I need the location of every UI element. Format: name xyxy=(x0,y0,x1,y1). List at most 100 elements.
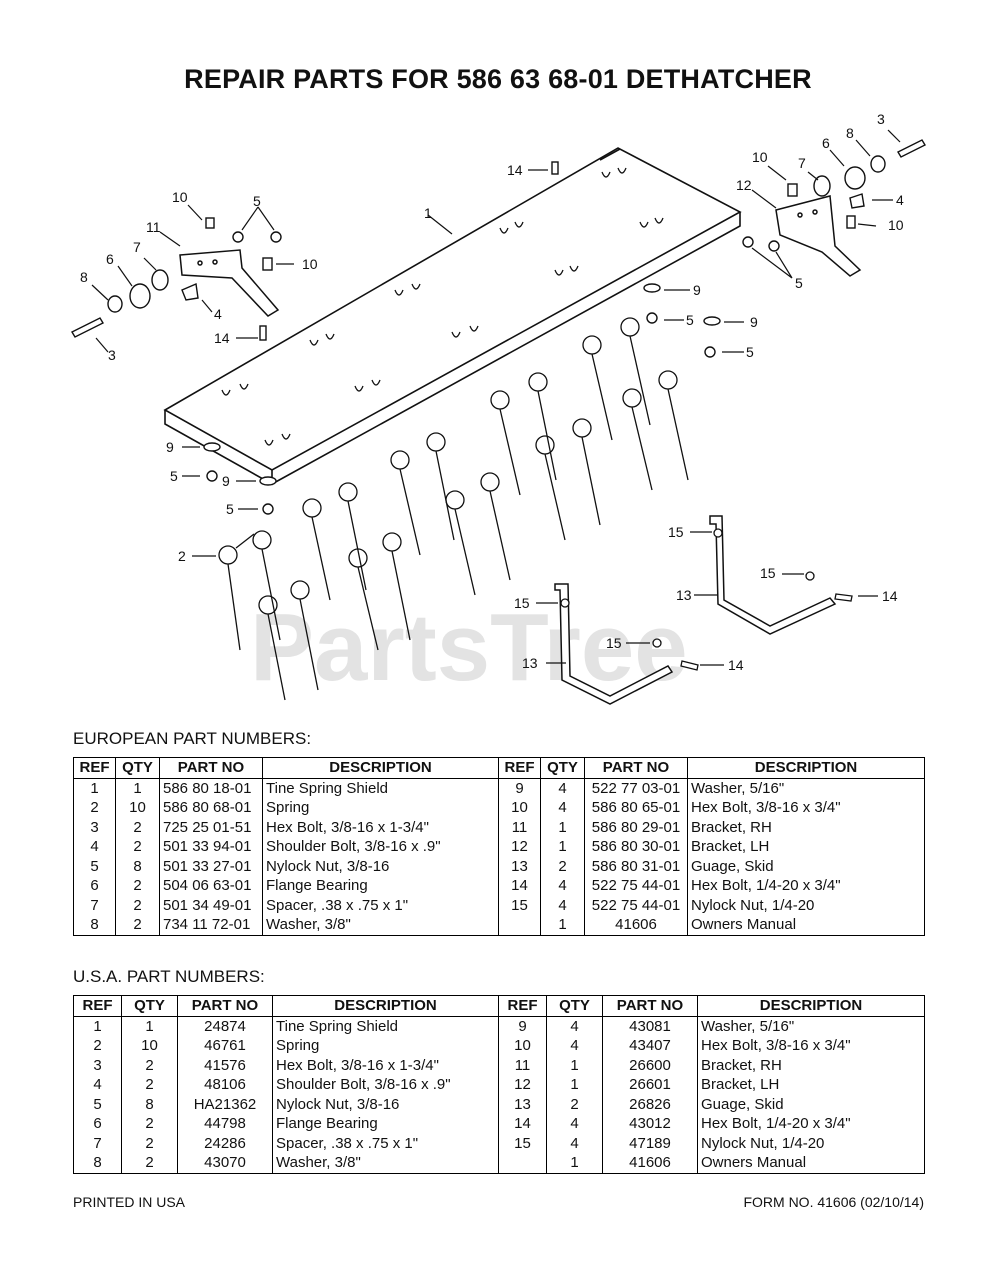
col-description: DESCRIPTION xyxy=(697,995,925,1017)
cell-qty: 2 xyxy=(115,817,160,837)
cell-description: Bracket, RH xyxy=(687,817,925,837)
callout-10: 10 xyxy=(302,256,318,272)
callout-5: 5 xyxy=(226,501,234,517)
cell-ref: 2 xyxy=(73,798,116,818)
cell-qty: 1 xyxy=(540,837,585,857)
cell-description: Nylock Nut, 3/8-16 xyxy=(272,1094,499,1114)
tine-spring-7 xyxy=(490,372,557,496)
cell-description: Shoulder Bolt, 3/8-16 x .9" xyxy=(272,1075,499,1095)
cell-ref xyxy=(498,915,541,936)
cell-description: Guage, Skid xyxy=(687,856,925,876)
cell-qty: 8 xyxy=(115,856,160,876)
cell-part-no: 586 80 30-01 xyxy=(584,837,688,857)
cell-qty: 8 xyxy=(121,1094,178,1114)
col-ref: REF xyxy=(498,995,547,1017)
cell-ref: 11 xyxy=(498,817,541,837)
cell-description: Bracket, LH xyxy=(697,1075,925,1095)
cell-ref: 3 xyxy=(73,817,116,837)
tine-springs xyxy=(218,317,689,701)
shield-slots xyxy=(221,167,664,446)
callout-9: 9 xyxy=(693,282,701,298)
cell-qty: 1 xyxy=(115,778,160,798)
callout-10: 10 xyxy=(888,217,904,233)
callout-11: 11 xyxy=(146,219,161,235)
bracket-rh xyxy=(179,249,280,317)
cell-part-no: 26601 xyxy=(602,1075,698,1095)
cell-qty: 1 xyxy=(546,1153,603,1174)
cell-description: Hex Bolt, 3/8-16 x 3/4" xyxy=(697,1036,925,1056)
callout-9: 9 xyxy=(750,314,758,330)
callout-4: 4 xyxy=(896,192,904,208)
tine-spring-2 xyxy=(258,580,319,701)
cell-part-no: 586 80 65-01 xyxy=(584,798,688,818)
cell-ref: 12 xyxy=(498,837,541,857)
table-header-row: REF QTY PART NO DESCRIPTION REF QTY PART… xyxy=(73,995,925,1017)
callout-4: 4 xyxy=(214,306,222,322)
cell-part-no: 586 80 18-01 xyxy=(159,778,263,798)
cell-description: Spacer, .38 x .75 x 1" xyxy=(262,895,499,915)
callout-8: 8 xyxy=(80,269,88,285)
callout-13: 13 xyxy=(676,587,692,603)
cell-qty: 2 xyxy=(121,1133,178,1153)
cell-ref: 5 xyxy=(73,856,116,876)
cell-description: Shoulder Bolt, 3/8-16 x .9" xyxy=(262,837,499,857)
col-ref: REF xyxy=(73,995,122,1017)
cell-description: Spring xyxy=(262,798,499,818)
cell-ref: 11 xyxy=(498,1055,547,1075)
col-description: DESCRIPTION xyxy=(262,757,499,779)
cell-ref: 8 xyxy=(73,915,116,936)
col-qty: QTY xyxy=(540,757,585,779)
leader-lines xyxy=(91,129,901,666)
cell-part-no: 41606 xyxy=(602,1153,698,1174)
col-part-no: PART NO xyxy=(159,757,263,779)
cell-part-no: 501 34 49-01 xyxy=(159,895,263,915)
callout-13: 13 xyxy=(522,655,538,671)
cell-part-no: 43012 xyxy=(602,1114,698,1134)
cell-qty: 4 xyxy=(540,895,585,915)
cell-part-no: 48106 xyxy=(177,1075,273,1095)
callout-5: 5 xyxy=(170,468,178,484)
cell-qty: 1 xyxy=(121,1016,178,1036)
cell-ref: 13 xyxy=(498,856,541,876)
callout-15: 15 xyxy=(514,595,530,611)
col-qty: QTY xyxy=(115,757,160,779)
callout-12: 12 xyxy=(736,177,752,193)
callout-5: 5 xyxy=(253,193,261,209)
cell-part-no: 24286 xyxy=(177,1133,273,1153)
cell-ref: 6 xyxy=(73,876,116,896)
cell-part-no: 522 75 44-01 xyxy=(584,895,688,915)
cell-description: Flange Bearing xyxy=(262,876,499,896)
cell-qty: 2 xyxy=(546,1094,603,1114)
tine-spring-9 xyxy=(582,317,651,441)
callout-14: 14 xyxy=(214,330,230,346)
cell-part-no: 43070 xyxy=(177,1153,273,1174)
col-description: DESCRIPTION xyxy=(272,995,499,1017)
cell-part-no: 43081 xyxy=(602,1016,698,1036)
callout-15: 15 xyxy=(606,635,622,651)
cell-part-no: HA21362 xyxy=(177,1094,273,1114)
cell-ref: 3 xyxy=(73,1055,122,1075)
cell-description: Nylock Nut, 3/8-16 xyxy=(262,856,499,876)
cell-ref: 1 xyxy=(73,1016,122,1036)
cell-qty: 1 xyxy=(540,817,585,837)
cell-ref: 15 xyxy=(498,895,541,915)
cell-part-no: 522 77 03-01 xyxy=(584,778,688,798)
callout-5: 5 xyxy=(686,312,694,328)
tine-spring-3 xyxy=(302,482,367,601)
usa-parts-table: REF QTY PART NO DESCRIPTION REF QTY PART… xyxy=(73,995,925,1174)
cell-description: Washer, 5/16" xyxy=(697,1016,925,1036)
callout-14: 14 xyxy=(507,162,523,178)
cell-description: Nylock Nut, 1/4-20 xyxy=(687,895,925,915)
cell-part-no: 734 11 72-01 xyxy=(159,915,263,936)
cell-qty: 4 xyxy=(540,778,585,798)
cell-qty: 2 xyxy=(540,856,585,876)
callout-3: 3 xyxy=(108,347,116,363)
